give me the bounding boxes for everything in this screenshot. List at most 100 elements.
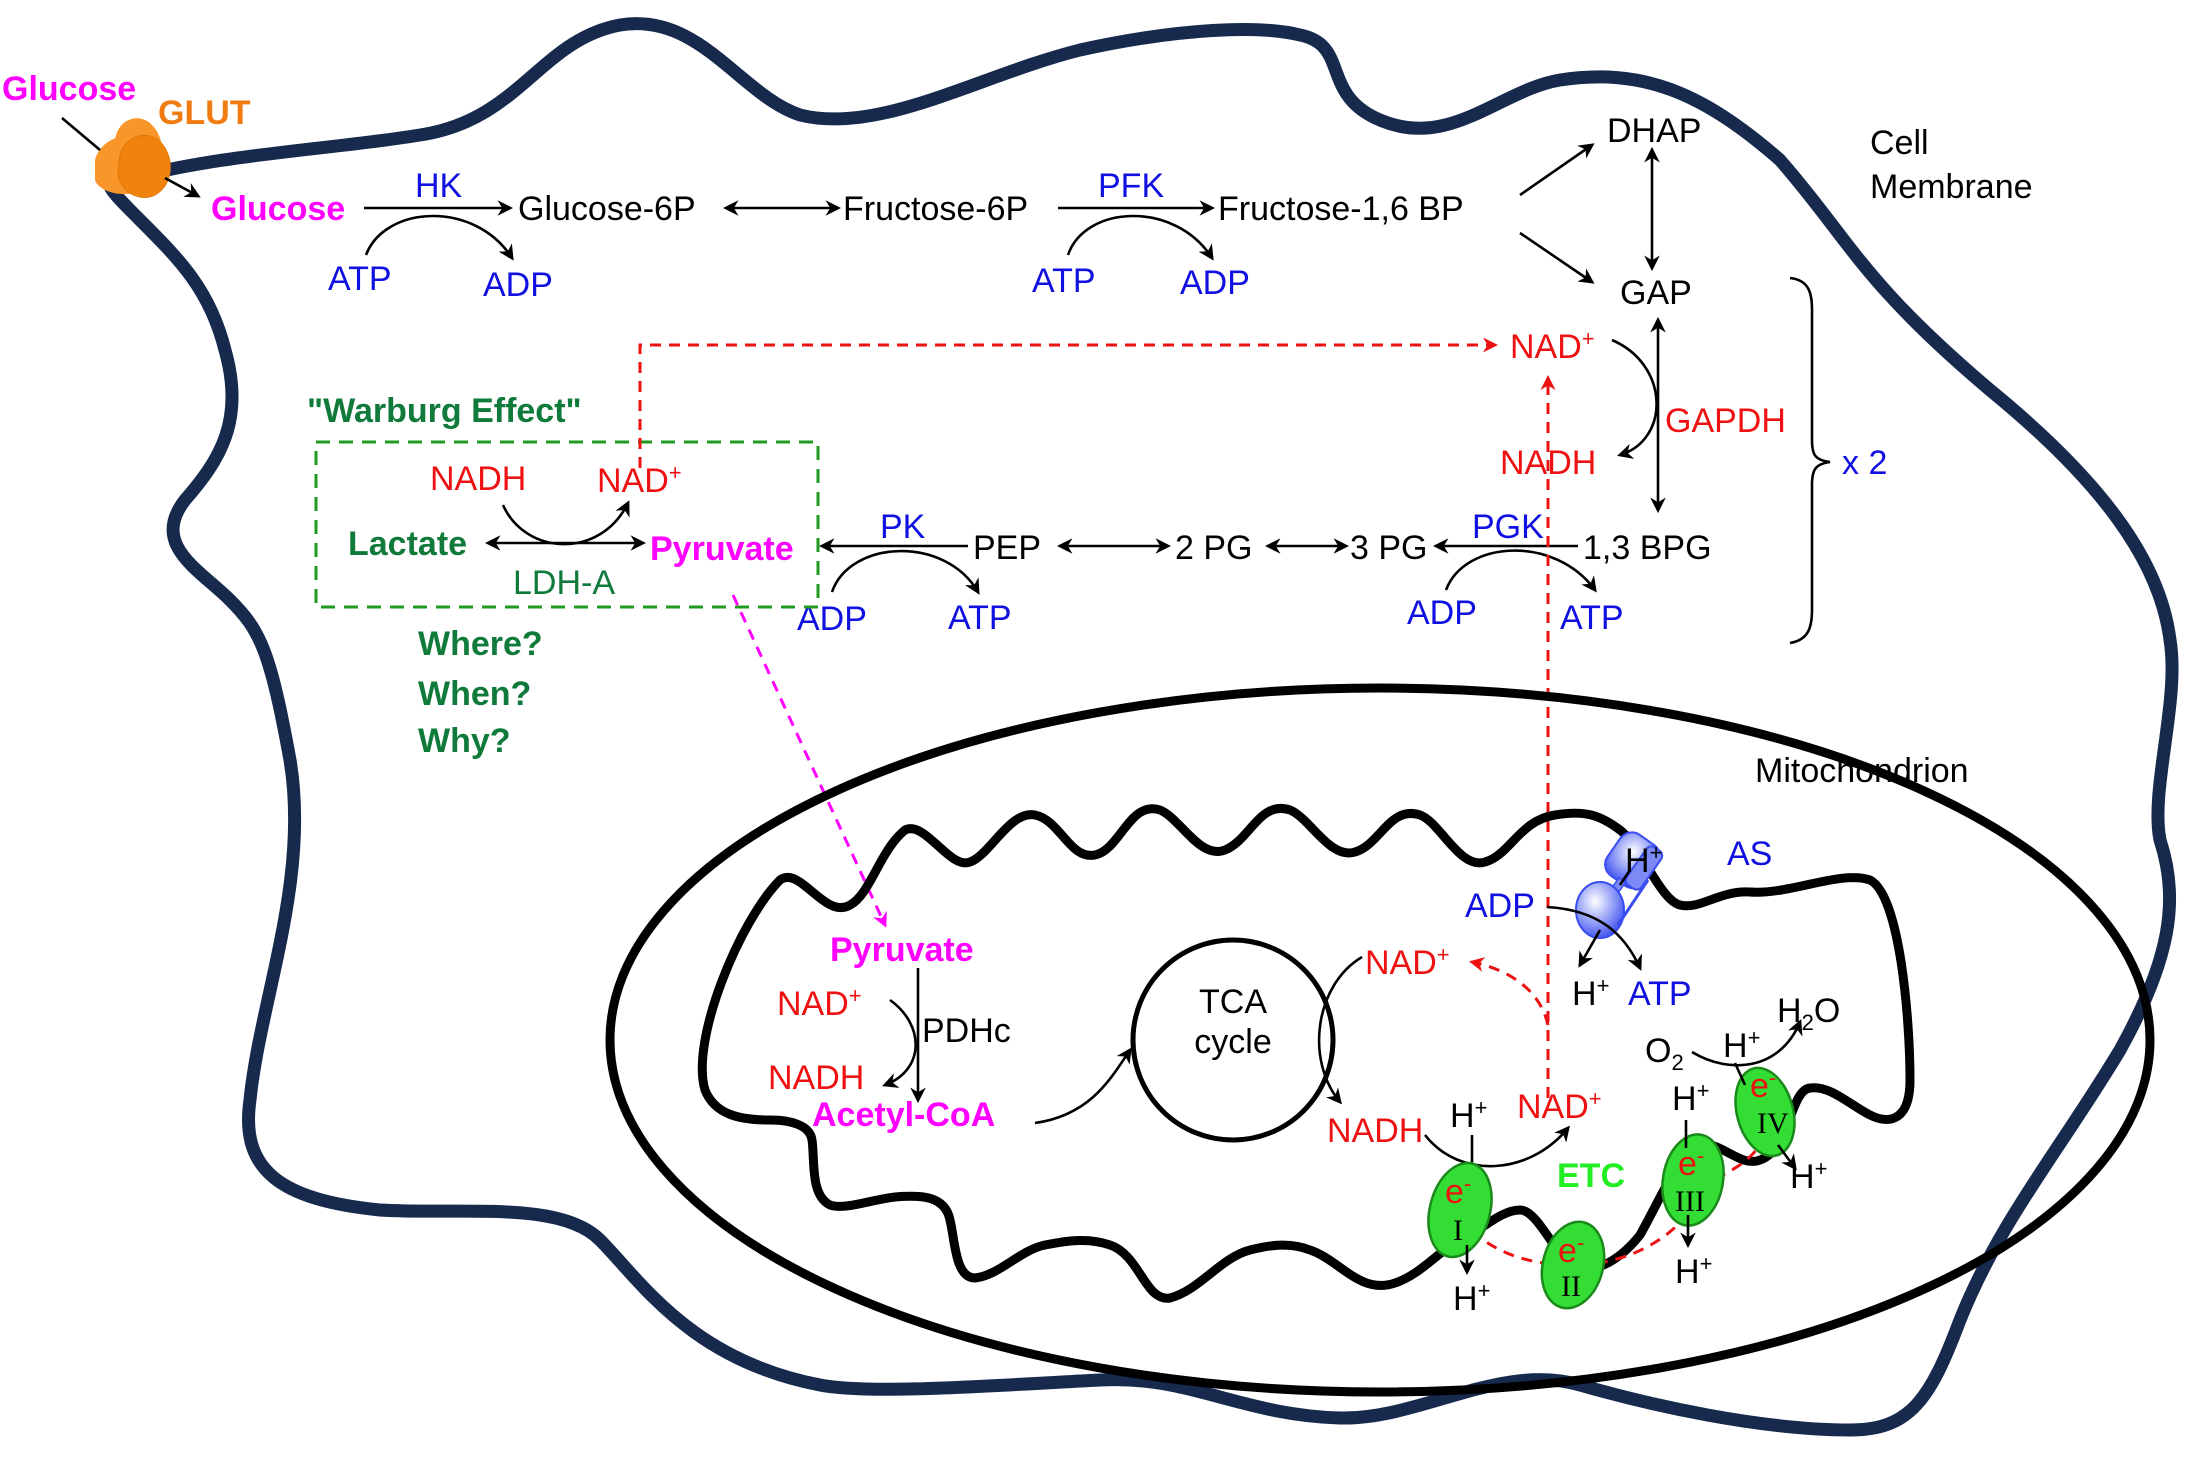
o2-label: O2 [1645, 1032, 1684, 1075]
as-adp-label: ADP [1465, 887, 1535, 925]
mitochondrion-inner-membrane [697, 803, 1915, 1303]
svg-text:III: III [1675, 1185, 1705, 1218]
pdh-nad-label: NAD+ [777, 983, 862, 1023]
tca-nad-label: NAD+ [1365, 942, 1450, 982]
svg-text:I: I [1453, 1214, 1463, 1247]
pgk-enzyme-label: PGK [1472, 508, 1544, 546]
svg-text:e-: e- [1558, 1230, 1584, 1270]
pgk-adp-label: ADP [1407, 594, 1477, 632]
svg-text:e-: e- [1750, 1065, 1776, 1105]
glucose-import-arrow [61, 117, 101, 151]
lactate-label: Lactate [348, 525, 467, 563]
hk-cofactor-arrow [364, 214, 514, 261]
tca-nadh-label: NADH [1327, 1112, 1423, 1150]
complex-i-nadh-arrow [1423, 1125, 1570, 1168]
etc-complex-i: e- I [1427, 1161, 1493, 1259]
as-proton-in [1618, 869, 1632, 886]
svg-text:II: II [1561, 1270, 1581, 1303]
glut-label: GLUT [158, 94, 251, 132]
as-atp-label: ATP [1628, 975, 1692, 1013]
pdh-nadh-label: NADH [768, 1059, 864, 1097]
acetyl-coa-label: Acetyl-CoA [812, 1096, 995, 1134]
gap-label: GAP [1620, 274, 1692, 312]
ldh-enzyme-label: LDH-A [513, 564, 615, 602]
atp-synthase-icon [1575, 831, 1664, 939]
warburg-box [314, 440, 820, 609]
pfk-cofactor-arrow [1066, 214, 1214, 261]
cell-membrane [103, 17, 2179, 1437]
hk-atp-label: ATP [328, 260, 392, 298]
etc-complex-iii: e- III [1661, 1133, 1725, 1227]
pfk-enzyme-label: PFK [1098, 167, 1164, 205]
f16bp-gap-arrow [1519, 231, 1595, 284]
as-h-out-label: H+ [1572, 973, 1609, 1013]
fructose-16bp-label: Fructose-1,6 BP [1218, 190, 1464, 228]
glucose-6p-label: Glucose-6P [518, 190, 696, 228]
tca-cycle-label-line2: cycle [1194, 1023, 1271, 1061]
etc-complex-i-h-label: H+ [1450, 1095, 1487, 1135]
as-adp-atp-arrow [1546, 905, 1642, 971]
pdh-cofactor-arrow [882, 998, 917, 1088]
as-label: AS [1727, 835, 1772, 873]
svg-text:e-: e- [1678, 1143, 1704, 1183]
dhap-label: DHAP [1607, 112, 1701, 150]
lactate-nad-regeneration-path [638, 337, 1498, 468]
etc-complex-ii: e- II [1540, 1220, 1606, 1310]
pk-atp-label: ATP [948, 599, 1012, 637]
pdhc-enzyme-label: PDHc [922, 1012, 1011, 1050]
pk-enzyme-label: PK [880, 508, 926, 546]
mitochondrion-outer-membrane [605, 683, 2155, 1397]
gapdh-enzyme-label: GAPDH [1665, 402, 1786, 440]
hk-enzyme-label: HK [415, 167, 463, 205]
h2o-label: H2O [1777, 992, 1840, 1035]
tca-cycle-label-line1: TCA [1199, 983, 1267, 1021]
pk-cofactor-arrow [830, 549, 980, 595]
complex-iii-h-out-label: H+ [1675, 1251, 1712, 1291]
fructose-6p-label: Fructose-6P [843, 190, 1028, 228]
complex-i-h-out-label: H+ [1453, 1278, 1490, 1318]
complex-iii-h-in-label: H+ [1672, 1078, 1709, 1118]
pgk-atp-label: ATP [1560, 599, 1624, 637]
f16bp-dhap-arrow [1519, 143, 1595, 197]
electron-transfer-path [1448, 1119, 1772, 1267]
etc-nad-label: NAD+ [1517, 1086, 1602, 1126]
nad-recycle-path [1469, 957, 1550, 1026]
warburg-question-why: Why? [418, 722, 511, 760]
pfk-atp-label: ATP [1032, 262, 1096, 300]
tca-nad-nadh-arrow [1317, 955, 1363, 1105]
warburg-question-where: Where? [418, 625, 543, 663]
bpg13-label: 1,3 BPG [1583, 529, 1712, 567]
warburg-nadh-label: NADH [430, 460, 526, 498]
glucose-inside-label: Glucose [211, 190, 345, 228]
complex-iv-proton-out [1776, 1144, 1797, 1171]
pyruvate-import-path [731, 594, 887, 928]
pyruvate-label: Pyruvate [650, 530, 794, 568]
complex-iv-h-in-label: H+ [1723, 1025, 1760, 1065]
svg-text:IV: IV [1757, 1107, 1789, 1140]
times-two-brace [1789, 276, 1831, 645]
warburg-title: "Warburg Effect" [307, 392, 582, 430]
warburg-nad-label: NAD+ [597, 460, 682, 500]
svg-text:e-: e- [1445, 1171, 1471, 1211]
mito-pyruvate-label: Pyruvate [830, 931, 974, 969]
etc-complex-iv: e- IV [1734, 1065, 1796, 1158]
glut-transporter-icon [95, 118, 171, 198]
o2-h2o-arrow [1691, 1019, 1803, 1067]
cell-membrane-label-line2: Membrane [1870, 168, 2033, 206]
mitochondrion-label: Mitochondrion [1755, 752, 1969, 790]
tca-cycle-circle [1130, 937, 1336, 1143]
pfk-adp-label: ADP [1180, 264, 1250, 302]
ldh-cofactor-arrow [501, 500, 630, 546]
complex-iv-h-out-label: H+ [1790, 1156, 1827, 1196]
as-proton-out-arrow [1578, 929, 1602, 968]
cell-membrane-label-line1: Cell [1870, 124, 1929, 162]
complex-iv-proton-in [1733, 1062, 1747, 1086]
pg3-label: 3 PG [1350, 529, 1427, 567]
acetylcoa-tca-arrow [1034, 1047, 1132, 1125]
hk-adp-label: ADP [483, 266, 553, 304]
gapdh-nad-label: NAD+ [1510, 326, 1595, 366]
warburg-question-when: When? [418, 675, 531, 713]
pgk-cofactor-arrow [1444, 549, 1597, 593]
times-two-label: x 2 [1842, 444, 1887, 482]
